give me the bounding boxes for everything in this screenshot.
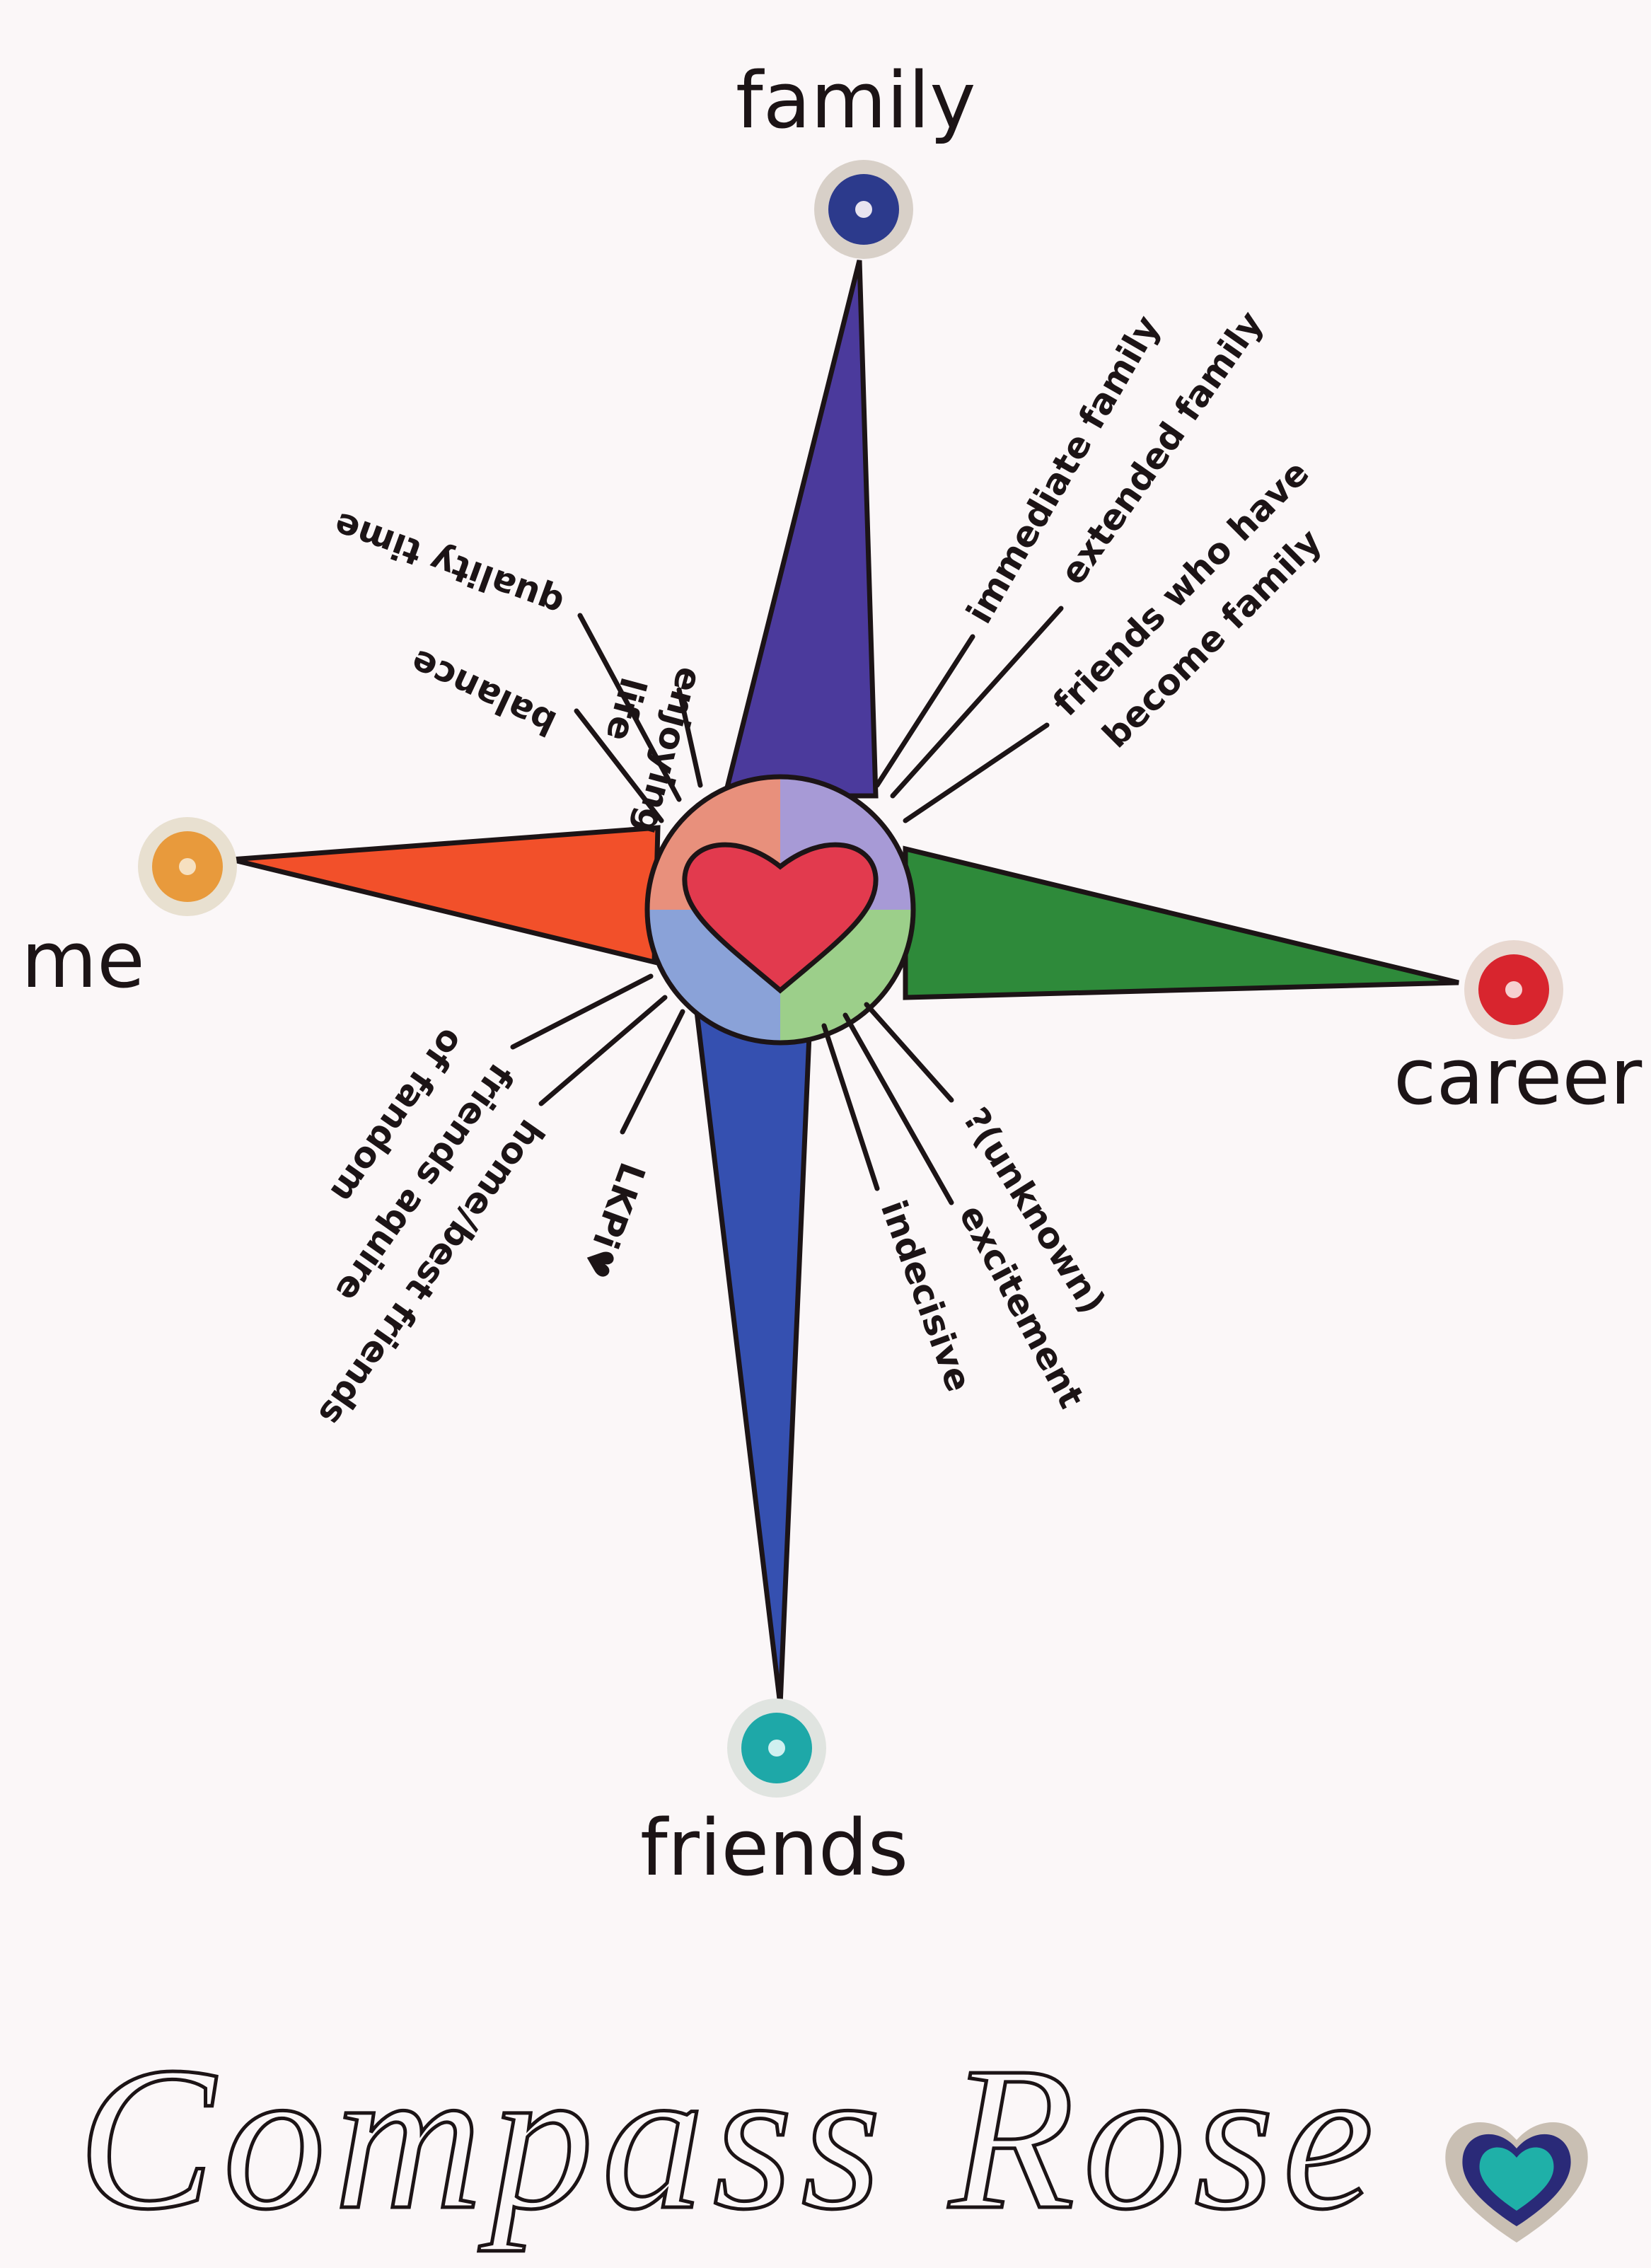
branch-lines bbox=[510, 606, 1064, 1205]
family-flower-icon bbox=[814, 160, 913, 259]
direction-east-label: career bbox=[1394, 1031, 1643, 1122]
career-arm bbox=[903, 845, 1459, 1000]
heart-sticker-icon bbox=[1445, 2122, 1588, 2243]
direction-west-label: me bbox=[21, 915, 145, 1005]
me-flower-icon bbox=[138, 817, 237, 916]
direction-north-label: family bbox=[736, 55, 976, 146]
direction-south-label: friends bbox=[640, 1803, 908, 1893]
branch-label: quality time bbox=[328, 504, 569, 625]
branch-label: LKPi♥ bbox=[574, 1157, 653, 1284]
friends-flower-icon bbox=[727, 1699, 826, 1798]
page-title: Compass Rose bbox=[78, 2025, 1382, 2252]
career-flower-icon bbox=[1464, 940, 1563, 1039]
me-arm bbox=[231, 825, 661, 966]
branch-label: balance bbox=[405, 641, 563, 744]
heart-icon bbox=[682, 842, 879, 994]
friends-arm bbox=[694, 1009, 813, 1706]
family-arm bbox=[722, 260, 879, 799]
